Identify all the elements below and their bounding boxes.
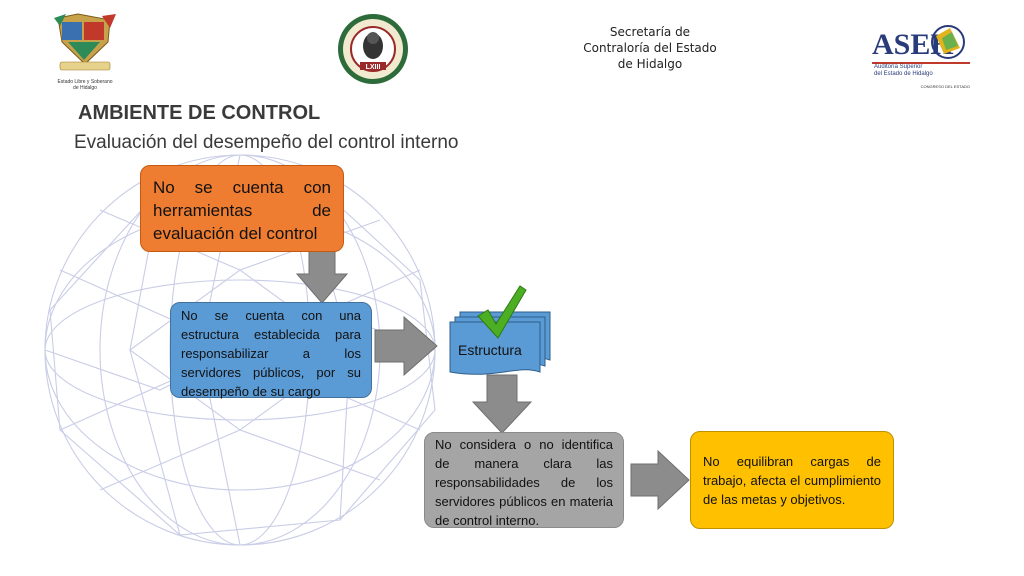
flow-box-cargas-trabajo: No equilibran cargas de trabajo, afecta … [690,431,894,529]
congreso-seal-logo: LXIII [336,12,410,86]
flow-box-responsabilidades: No considera o no identifica de manera c… [424,432,624,528]
right-arrow-2 [630,450,690,510]
asehl-caption-line-3: CONGRESO DEL ESTADO [920,84,970,89]
secretaria-contraloria-label: Secretaría de Contraloría del Estado de … [580,24,720,72]
down-arrow-2 [472,374,532,434]
congreso-seal-text: LXIII [366,64,381,71]
checkmark-icon [477,285,527,339]
secretaria-line-3: de Hidalgo [617,57,683,71]
secretaria-line-1: Secretaría de [609,25,691,39]
asehl-logo: ASEH Auditoría Superior del Estado de Hi… [868,22,978,89]
asehl-caption-line-1: Auditoría Superior [874,64,923,70]
escudo-caption-line-2: de Hidalgo [73,85,97,91]
flow-box-sin-herramientas: No se cuenta con herramientas de evaluac… [140,165,344,252]
flow-box-sin-estructura: No se cuenta con una estructura establec… [170,302,372,399]
page-subtitle: Evaluación del desempeño del control int… [74,132,459,153]
page-title: AMBIENTE DE CONTROL [78,102,321,124]
estructura-documents-icon [449,311,551,375]
asehl-caption-line-2: del Estado de Hidalgo [874,71,933,77]
right-arrow-1 [374,316,438,376]
estructura-label: Estructura [458,342,522,358]
down-arrow-1 [296,246,348,304]
secretaria-line-2: Contraloría del Estado [583,41,717,55]
escudo-caption-line-1: Estado Libre y Soberano [57,79,113,85]
escudo-hidalgo-logo: Estado Libre y Soberano de Hidalgo [50,12,120,91]
